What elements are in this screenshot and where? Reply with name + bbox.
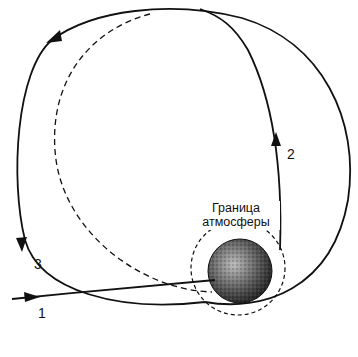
callout-number: 1 [38, 305, 46, 321]
planet [208, 239, 272, 303]
region-label: Граница атмосферы [192, 201, 280, 230]
callout-number: 2 [287, 146, 295, 162]
arrowhead [16, 237, 27, 252]
outer-orbit [17, 9, 350, 304]
dashed-orbit [55, 14, 212, 292]
arrowhead [46, 30, 62, 43]
incoming-trajectory [12, 280, 215, 299]
atmosphere-boundary [191, 221, 285, 315]
callout-number: 3 [34, 256, 42, 272]
arrowhead [24, 292, 40, 302]
arrowhead [271, 132, 281, 146]
